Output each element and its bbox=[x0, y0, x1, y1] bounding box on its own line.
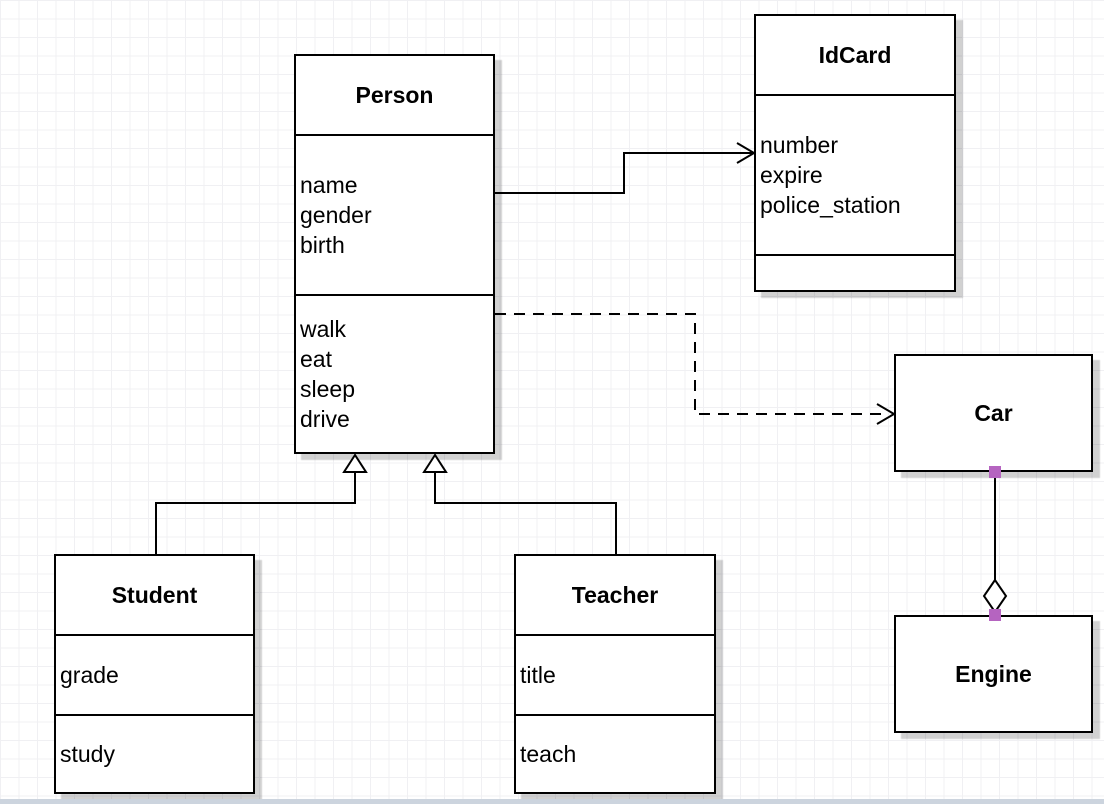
class-person-methods: walk eat sleep drive bbox=[296, 296, 493, 452]
method-row: teach bbox=[520, 741, 577, 767]
attribute-row: gender bbox=[300, 202, 372, 228]
class-car[interactable]: Car bbox=[894, 354, 1093, 472]
generalization-student-person[interactable] bbox=[155, 453, 368, 554]
method-row: sleep bbox=[300, 376, 355, 402]
hollow-diamond-icon bbox=[982, 578, 1008, 614]
hollow-triangle-icon bbox=[422, 453, 448, 473]
class-engine[interactable]: Engine bbox=[894, 615, 1093, 733]
class-student[interactable]: Student grade study bbox=[54, 554, 255, 794]
class-idcard[interactable]: IdCard number expire police_station bbox=[754, 14, 956, 292]
method-row: eat bbox=[300, 346, 332, 372]
class-student-methods: study bbox=[56, 716, 253, 792]
class-person[interactable]: Person name gender birth walk eat sleep … bbox=[294, 54, 495, 454]
attribute-row: birth bbox=[300, 232, 345, 258]
dependency-person-car[interactable] bbox=[495, 313, 896, 425]
method-row: walk bbox=[300, 316, 347, 342]
class-idcard-attributes: number expire police_station bbox=[756, 96, 954, 256]
attribute-row: expire bbox=[760, 162, 823, 188]
class-idcard-methods bbox=[756, 256, 954, 290]
attribute-row: name bbox=[300, 172, 358, 198]
class-idcard-title: IdCard bbox=[756, 16, 954, 96]
class-teacher-methods: teach bbox=[516, 716, 714, 792]
open-arrow-icon bbox=[736, 142, 756, 164]
attribute-row: title bbox=[520, 662, 556, 688]
class-teacher-attributes: title bbox=[516, 636, 714, 716]
aggregation-car-engine[interactable] bbox=[982, 466, 1008, 621]
class-teacher[interactable]: Teacher title teach bbox=[514, 554, 716, 794]
method-row: study bbox=[60, 741, 115, 767]
attribute-row: grade bbox=[60, 662, 119, 688]
method-row: drive bbox=[300, 406, 350, 432]
class-student-attributes: grade bbox=[56, 636, 253, 716]
attribute-row: police_station bbox=[760, 192, 901, 218]
open-arrow-icon bbox=[876, 403, 896, 425]
class-engine-title: Engine bbox=[955, 660, 1032, 687]
class-person-title: Person bbox=[296, 56, 493, 136]
class-teacher-title: Teacher bbox=[516, 556, 714, 636]
attribute-row: number bbox=[760, 132, 838, 158]
association-person-idcard[interactable] bbox=[495, 142, 756, 194]
class-person-attributes: name gender birth bbox=[296, 136, 493, 296]
window-bottom-edge bbox=[0, 799, 1104, 804]
class-car-title: Car bbox=[974, 399, 1013, 426]
hollow-triangle-icon bbox=[342, 453, 368, 473]
generalization-teacher-person[interactable] bbox=[422, 453, 617, 554]
class-student-title: Student bbox=[56, 556, 253, 636]
